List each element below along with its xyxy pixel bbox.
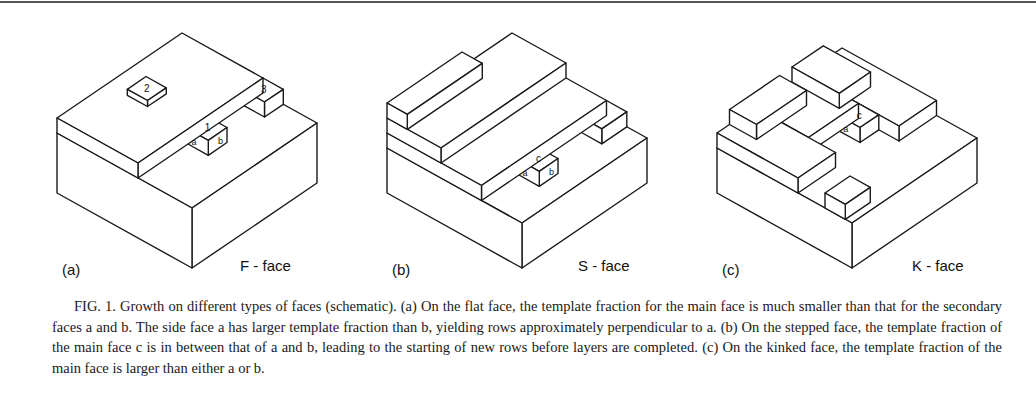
- block-side-face: [730, 110, 757, 140]
- block-side-face: [717, 133, 798, 193]
- block-side-face: [387, 103, 407, 129]
- face-letter: a: [843, 125, 848, 134]
- block-side-face: [860, 115, 879, 143]
- block-side-face: [192, 123, 317, 268]
- face-letter: a: [523, 169, 528, 178]
- callout-number: 2: [144, 84, 150, 94]
- face-letter: b: [218, 137, 223, 146]
- figure-caption: FIG. 1. Growth on different types of fac…: [52, 296, 1002, 379]
- panel-letter: (b): [392, 262, 410, 277]
- block-side-face: [798, 153, 836, 194]
- block-side-face: [839, 72, 870, 108]
- block-side-face: [265, 89, 284, 117]
- block-side-face: [539, 159, 558, 187]
- block-side-face: [407, 63, 482, 129]
- block-side-face: [757, 91, 807, 140]
- panel-name: F - face: [240, 258, 291, 273]
- face-letter: b: [549, 168, 554, 177]
- block-side-face: [208, 128, 227, 156]
- panel-letter: (c): [722, 262, 740, 277]
- panel-name: K - face: [912, 258, 964, 273]
- callout-number: 1: [205, 123, 211, 133]
- callout-number: 3: [261, 85, 267, 95]
- block-side-face: [852, 138, 977, 268]
- panel-name: S - face: [578, 258, 630, 273]
- block-side-face: [845, 187, 870, 219]
- block-side-face: [148, 88, 167, 107]
- face-letter: c: [857, 111, 862, 121]
- block-side-face: [522, 138, 647, 268]
- crystal-blocks: [57, 33, 977, 268]
- face-letter: a: [192, 138, 197, 147]
- block-side-face: [825, 193, 845, 219]
- face-letter: c: [536, 154, 541, 164]
- block-side-face: [57, 118, 138, 178]
- block-side-face: [899, 101, 937, 142]
- panel-letter: (a): [62, 262, 80, 277]
- top-rule: [0, 1, 1036, 3]
